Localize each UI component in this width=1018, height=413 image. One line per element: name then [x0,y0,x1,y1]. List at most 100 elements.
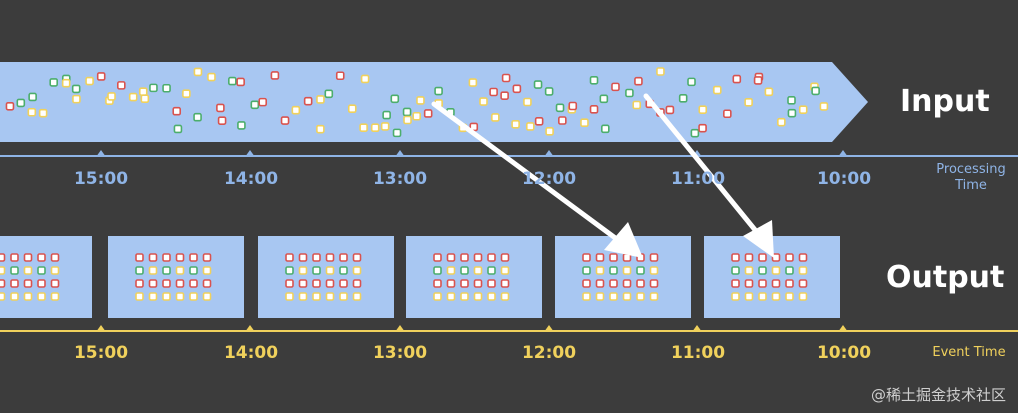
output-window-square [460,279,469,288]
output-window-square [202,292,212,301]
input-event-square [545,127,554,136]
output-window-square [622,266,632,275]
output-window-square [649,279,659,288]
input-event-square [237,121,246,130]
event-tick-label: 13:00 [372,343,428,363]
output-window-square [785,292,794,301]
event-tick-label: 14:00 [223,343,279,363]
output-window-square [636,279,645,288]
output-window-square [622,292,632,301]
input-event-square [753,76,763,85]
input-event-square [687,77,696,87]
processing-time-marker [838,150,848,157]
output-window-square [50,292,60,301]
input-event-square [798,105,808,114]
event-time-caption: Event Time [932,345,1006,360]
input-event-square [434,86,443,96]
output-window-square [460,266,469,275]
input-event-square [390,94,400,104]
output-window-square [0,253,6,262]
output-window-square [0,292,6,301]
input-event-square [489,87,498,97]
output-window-square [352,266,362,275]
input-event-square [500,91,509,100]
event-tick-label: 12:00 [521,343,577,363]
output-window-square [23,292,33,301]
input-event-square [217,116,227,125]
output-window-square [582,266,591,275]
output-window-square [135,266,144,275]
input-event-square [280,116,290,125]
output-window-square [202,253,212,262]
input-event-square [27,107,37,117]
output-window-square [744,253,754,262]
input-event-square [392,128,402,138]
output-window-square [798,253,808,262]
output-window-square [135,292,144,301]
output-window-square [649,292,659,301]
input-event-square [712,85,722,95]
output-window-square [595,253,605,262]
output-window-square [785,253,794,262]
output-window-square [37,279,46,288]
output-window-square [50,279,60,288]
output-window-square [487,266,496,275]
output-window-square [758,292,767,301]
output-window-square [162,279,171,288]
output-window-square [312,253,321,262]
event-time-marker [395,325,405,332]
input-event-square [555,103,565,113]
input-event-square [533,80,543,89]
input-event-square [128,92,138,102]
arrow-head-1 [604,222,643,258]
output-window-square [473,266,483,275]
output-window-square [0,279,6,288]
input-event-square [819,102,829,111]
output-window-square [785,279,794,288]
output-window-square [649,253,659,262]
output-window-square [23,279,33,288]
output-window-square [636,292,645,301]
output-window-square [50,266,60,275]
output-window-square [202,279,212,288]
output-window-square [446,292,456,301]
input-event-square [49,78,59,87]
input-event-square [270,71,280,80]
output-window-square [10,253,19,262]
output-window-square [339,266,348,275]
output-windows [0,236,840,318]
event-time-markers [96,325,848,332]
input-event-square [479,97,488,106]
input-event-square [811,86,820,96]
input-event-square [162,83,171,93]
input-event-square [335,71,345,81]
input-event-square [568,101,578,111]
output-window-square [771,292,781,301]
input-event-square [787,96,796,105]
input-event-square [182,89,191,98]
input-event-square [600,124,610,134]
output-window-square [312,292,321,301]
output-window-square [500,253,510,262]
input-event-square [402,107,412,117]
event-time-marker [692,325,702,332]
output-window-square [10,266,19,275]
output-window-square [731,253,740,262]
input-event-square [96,72,106,81]
input-event-square [690,128,700,138]
output-window-square [731,279,740,288]
watermark-text: @稀土掘金技术社区 [870,386,1006,404]
output-window-square [175,292,185,301]
output-window-square [162,253,171,262]
input-event-square [347,104,357,114]
output-window-square [609,279,618,288]
output-window-square [0,266,6,275]
output-window-square [148,266,158,275]
input-event-square [580,118,589,128]
output-window-square [148,279,158,288]
input-event-square [16,98,26,108]
input-event-square [491,113,500,122]
input-event-square [634,76,643,86]
output-window-square [473,292,483,301]
